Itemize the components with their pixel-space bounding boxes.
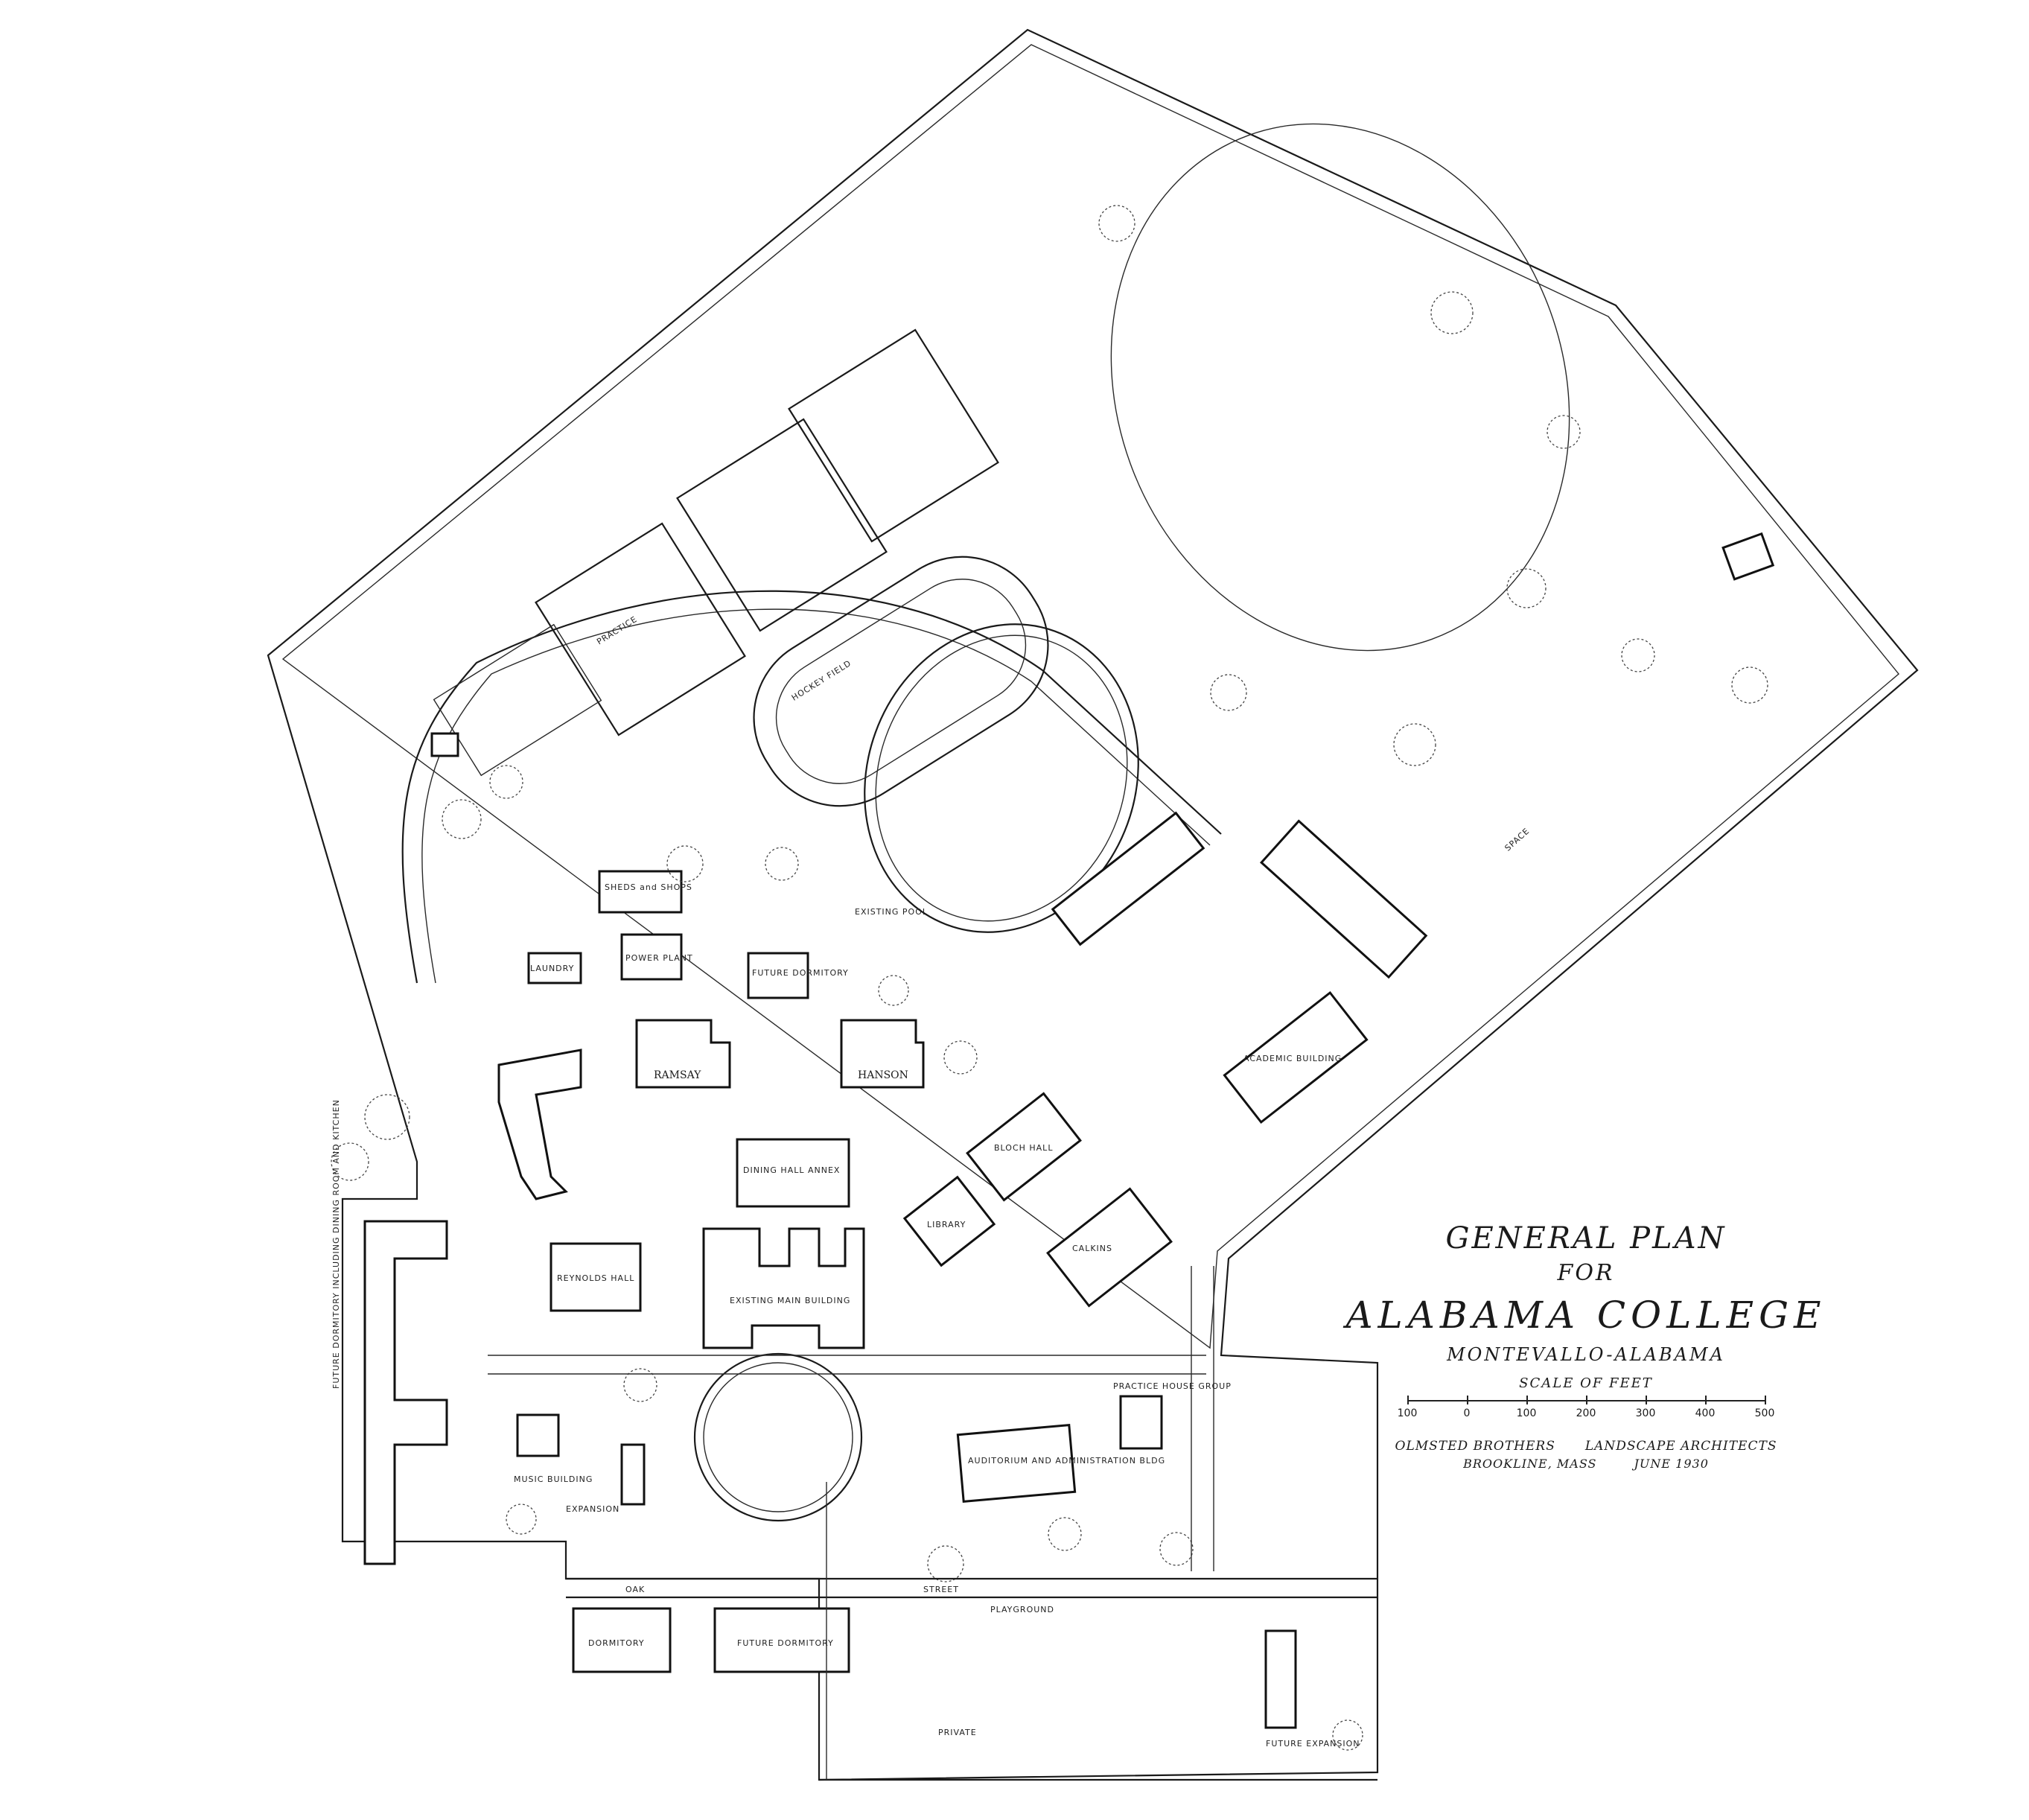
building-future-dormitory-top bbox=[747, 952, 809, 999]
firm-name: OLMSTED BROTHERS bbox=[1395, 1439, 1555, 1454]
scale-tick-label: 400 bbox=[1695, 1407, 1716, 1419]
label-space: SPACE bbox=[1503, 826, 1531, 853]
building-future-expansion bbox=[1264, 1629, 1297, 1729]
label-dining-hall-annex: DINING HALL ANNEX bbox=[743, 1165, 840, 1175]
scale-tick-label: 0 bbox=[1463, 1407, 1471, 1419]
label-oak-street: OAK bbox=[625, 1585, 645, 1594]
scale-tick-label: 100 bbox=[1397, 1407, 1418, 1419]
building-laundry bbox=[527, 952, 582, 984]
label-future-dormitory-top: FUTURE DORMITORY bbox=[752, 968, 849, 978]
upper-campus-lawn bbox=[1110, 123, 1570, 652]
label-future-expansion: FUTURE EXPANSION bbox=[1266, 1739, 1360, 1749]
firm-location: BROOKLINE, MASS bbox=[1463, 1457, 1597, 1471]
scale-tick-label: 500 bbox=[1754, 1407, 1775, 1419]
building-small-northeast bbox=[1721, 532, 1775, 581]
label-existing-main: EXISTING MAIN BUILDING bbox=[730, 1296, 850, 1305]
building-calkins bbox=[1046, 1187, 1173, 1308]
practice-field-1 bbox=[535, 522, 746, 736]
label-hockey-field: HOCKEY FIELD bbox=[790, 658, 853, 703]
title-block: GENERAL PLAN FOR ALABAMA COLLEGE MONTEVA… bbox=[1325, 1221, 1847, 1471]
building-practice-house bbox=[1119, 1395, 1163, 1450]
building-music bbox=[516, 1413, 560, 1457]
building-northwest-long bbox=[1051, 811, 1205, 946]
label-ramsay: RAMSAY bbox=[654, 1069, 701, 1081]
label-practice-house-group: PRACTICE HOUSE GROUP bbox=[1113, 1381, 1232, 1391]
main-drive bbox=[401, 590, 1222, 984]
building-bloch-hall bbox=[966, 1092, 1082, 1202]
building-future-dormitory-left bbox=[363, 1220, 448, 1565]
label-street: STREET bbox=[923, 1585, 959, 1594]
building-sheds-shops bbox=[598, 870, 683, 914]
title-location: MONTEVALLO-ALABAMA bbox=[1447, 1344, 1725, 1365]
building-academic bbox=[1223, 990, 1369, 1124]
label-private: PRIVATE bbox=[938, 1728, 977, 1737]
label-auditorium: AUDITORIUM AND ADMINISTRATION BLDG bbox=[968, 1456, 1165, 1466]
main-circle-lawn bbox=[693, 1352, 863, 1522]
label-sheds-shops: SHEDS and SHOPS bbox=[605, 882, 692, 892]
label-practice: PRACTICE bbox=[595, 614, 639, 647]
label-calkins: CALKINS bbox=[1072, 1244, 1112, 1253]
athletic-field-oval bbox=[864, 623, 1139, 933]
scale-tick-label: 100 bbox=[1516, 1407, 1537, 1419]
building-dining-hall-annex bbox=[736, 1138, 850, 1208]
label-existing-pool: EXISTING POOL bbox=[855, 907, 928, 917]
title-general-plan: GENERAL PLAN bbox=[1445, 1221, 1727, 1256]
label-future-dormitory-left: FUTURE DORMITORY INCLUDING DINING ROOM A… bbox=[331, 1099, 341, 1389]
label-hanson: HANSON bbox=[858, 1069, 908, 1081]
label-bloch-hall: BLOCH HALL bbox=[994, 1143, 1053, 1153]
scale-label: SCALE OF FEET bbox=[1519, 1375, 1653, 1391]
label-music-building: MUSIC BUILDING bbox=[514, 1474, 593, 1484]
label-playground: PLAYGROUND bbox=[990, 1605, 1054, 1614]
credits-row: OLMSTED BROTHERS LANDSCAPE ARCHITECTS bbox=[1325, 1439, 1847, 1454]
building-reynolds-hall bbox=[550, 1242, 642, 1312]
campus-boundary-inner bbox=[281, 44, 1899, 1349]
building-existing-main bbox=[702, 1227, 865, 1349]
credits-row-2: BROOKLINE, MASS JUNE 1930 bbox=[1325, 1457, 1847, 1471]
title-alabama-college: ALABAMA COLLEGE bbox=[1345, 1294, 1826, 1337]
label-expansion: EXPANSION bbox=[566, 1504, 619, 1514]
campus-boundary bbox=[267, 28, 1919, 1781]
running-track bbox=[753, 556, 1049, 807]
building-expansion bbox=[620, 1443, 646, 1506]
building-auditorium bbox=[956, 1424, 1077, 1503]
building-ramsay bbox=[635, 1019, 731, 1089]
building-hanson bbox=[840, 1019, 925, 1089]
label-power-plant: POWER PLANT bbox=[625, 953, 693, 963]
building-power-plant bbox=[620, 933, 683, 981]
scale-tick-label: 200 bbox=[1576, 1407, 1596, 1419]
building-small-northwest bbox=[430, 732, 459, 757]
label-reynolds-hall: REYNOLDS HALL bbox=[557, 1273, 634, 1283]
label-academic-building: ACADEMIC BUILDING bbox=[1243, 1054, 1342, 1063]
label-library: LIBRARY bbox=[927, 1220, 966, 1229]
building-dormitory-bottom-left bbox=[572, 1607, 672, 1673]
label-laundry: LAUNDRY bbox=[530, 964, 574, 973]
plan-date: JUNE 1930 bbox=[1634, 1457, 1709, 1471]
building-library bbox=[902, 1175, 996, 1267]
label-future-dormitory-bottom: FUTURE DORMITORY bbox=[737, 1638, 834, 1648]
building-northeast-long bbox=[1259, 819, 1428, 979]
scale-bar: 100 0 100 200 300 400 500 bbox=[1398, 1396, 1774, 1428]
practice-field-2 bbox=[676, 418, 888, 632]
building-future-dormitory-curved bbox=[497, 1049, 582, 1200]
tree-canopy bbox=[331, 205, 1768, 1751]
practice-field-3 bbox=[788, 328, 999, 543]
label-dormitory: DORMITORY bbox=[588, 1638, 645, 1648]
firm-profession: LANDSCAPE ARCHITECTS bbox=[1584, 1439, 1777, 1454]
title-for: FOR bbox=[1557, 1260, 1615, 1286]
scale-tick-label: 300 bbox=[1635, 1407, 1656, 1419]
